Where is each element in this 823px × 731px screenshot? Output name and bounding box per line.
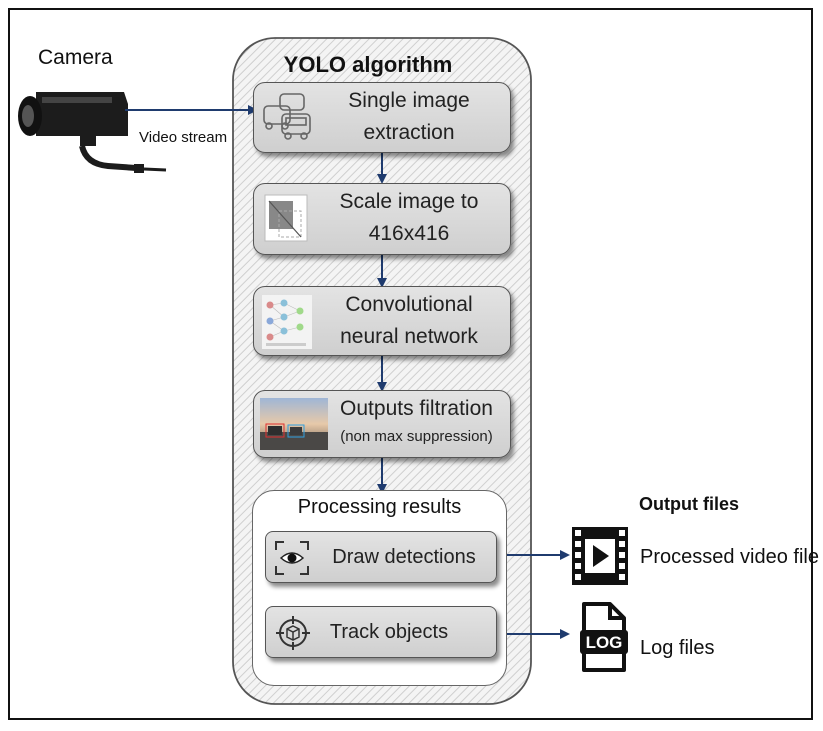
step-3-line-2: neural network xyxy=(340,325,478,348)
camera-label: Camera xyxy=(38,46,113,69)
step-4-line-1: Outputs filtration xyxy=(340,397,493,420)
eye-icon xyxy=(275,541,309,575)
step-cnn: Convolutional neural network xyxy=(253,286,511,356)
neural-network-icon xyxy=(262,295,312,349)
step-single-image-extraction: Single image extraction xyxy=(253,82,511,153)
log-icon-text: LOG xyxy=(585,633,623,652)
draw-detections-box: Draw detections xyxy=(265,531,497,583)
vehicles-icon xyxy=(263,93,311,140)
step-1-line-1: Single image xyxy=(348,89,470,112)
draw-detections-label: Draw detections xyxy=(332,546,476,568)
video-file-icon xyxy=(572,527,628,585)
step-2-line-2: 416x416 xyxy=(368,222,450,245)
track-objects-label: Track objects xyxy=(329,621,449,643)
scale-icon xyxy=(264,194,308,242)
step-scale-image: Scale image to 416x416 xyxy=(253,183,511,255)
processed-video-file-label: Processed video file xyxy=(640,546,819,568)
log-file-icon xyxy=(580,602,628,672)
camera-icon xyxy=(18,92,167,173)
step-2-line-1: Scale image to xyxy=(339,190,479,213)
track-objects-box: Track objects xyxy=(265,606,497,658)
processing-results-title: Processing results xyxy=(297,496,462,518)
step-1-line-2: extraction xyxy=(363,121,455,144)
video-stream-label: Video stream xyxy=(139,129,228,146)
step-4-line-2: (non max suppression) xyxy=(340,428,493,445)
yolo-title: YOLO algorithm xyxy=(283,52,453,77)
road-scene-thumbnail xyxy=(260,398,328,450)
step-outputs-filtration: Outputs filtration (non max suppression) xyxy=(253,390,511,458)
output-files-title: Output files xyxy=(639,494,739,514)
log-files-label: Log files xyxy=(640,637,715,659)
target-icon xyxy=(276,616,310,650)
step-3-line-1: Convolutional xyxy=(345,293,473,316)
